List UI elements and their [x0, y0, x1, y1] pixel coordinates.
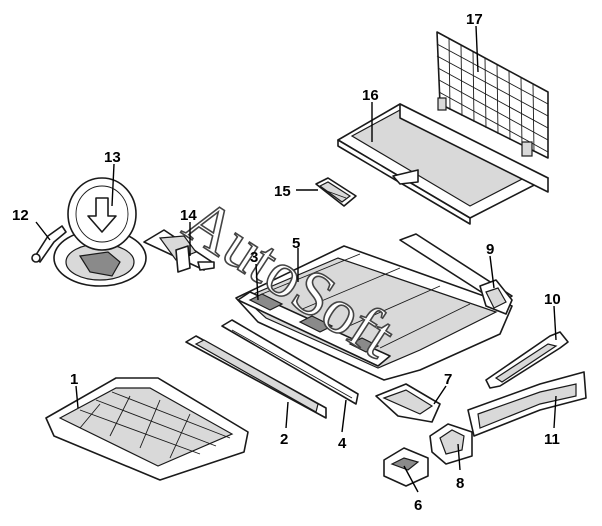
rail-extension-part — [485, 331, 569, 389]
callout-10: 10 — [544, 291, 561, 308]
spare-wheel-well-part — [53, 177, 147, 287]
callout-1: 1 — [70, 371, 78, 388]
callout-5: 5 — [292, 235, 300, 252]
callout-14: 14 — [180, 207, 197, 224]
vent-grille-part — [315, 177, 357, 207]
long-side-rail-part — [467, 371, 587, 437]
mounting-bracket-part — [429, 423, 473, 465]
callout-13: 13 — [104, 149, 121, 166]
callout-3: 3 — [250, 249, 258, 266]
callout-2: 2 — [280, 431, 288, 448]
callout-9: 9 — [486, 241, 494, 258]
callout-12: 12 — [12, 207, 29, 224]
support-bar-part — [221, 319, 359, 405]
callout-11: 11 — [544, 431, 560, 448]
callout-17: 17 — [466, 11, 483, 28]
rear-floor-pan-part — [235, 233, 513, 381]
callout-16: 16 — [362, 87, 379, 104]
cargo-cover-part — [337, 103, 549, 225]
callout-labels: 1 2 3 4 5 6 7 8 9 10 11 12 13 14 15 16 1… — [12, 11, 561, 514]
callout-4: 4 — [338, 435, 347, 452]
leader-lines — [35, 25, 557, 493]
cargo-net-part — [436, 31, 549, 159]
callout-8: 8 — [456, 475, 464, 492]
callout-7: 7 — [444, 371, 452, 388]
front-floor-pan-part — [45, 377, 249, 481]
tow-hook-part — [31, 225, 67, 263]
scissor-jack-part — [143, 229, 215, 273]
callout-15: 15 — [274, 183, 291, 200]
rear-rail-part — [375, 383, 441, 423]
support-block-part — [383, 447, 429, 487]
front-cross-bar-part — [185, 335, 327, 419]
callout-6: 6 — [414, 497, 422, 514]
